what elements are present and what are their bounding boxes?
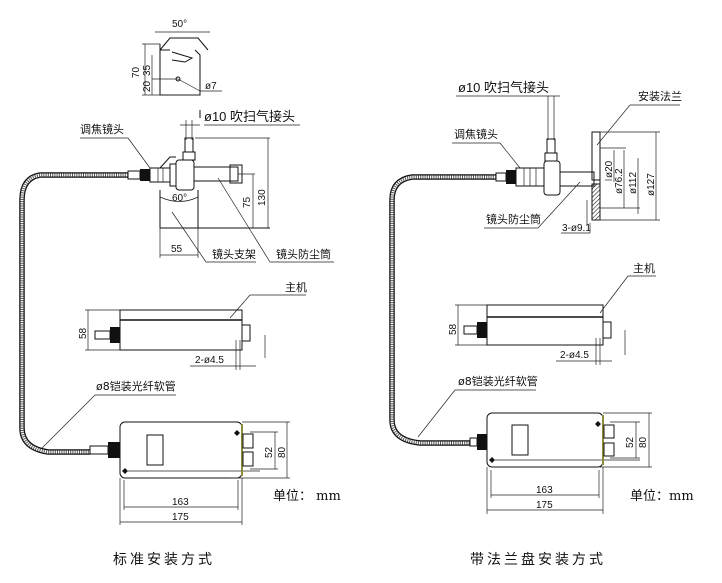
flange-install-caption: 带法兰盘安装方式 xyxy=(470,551,606,568)
focus-lens-label-right: 调焦镜头 xyxy=(454,127,498,141)
dim-52-right: 52 xyxy=(625,436,636,448)
unit-label-right: 单位：mm xyxy=(630,489,694,504)
angle-60-label: 60° xyxy=(172,193,187,204)
dim-163: 163 xyxy=(172,497,189,508)
bracket-angle-label: 50° xyxy=(172,19,187,30)
dim-130: 130 xyxy=(257,189,268,206)
bracket-detail: 50° 70 35 20 ø7 xyxy=(131,19,222,96)
dim-52: 52 xyxy=(264,446,275,458)
dim-d76: ø76.2 xyxy=(614,168,625,194)
right-host-side-view: 主机 58 2-ø4.5 xyxy=(448,261,656,365)
cable-label-right: ø8铠装光纤软管 xyxy=(458,374,538,388)
right-labels: 安装法兰 调焦镜头 镜头防尘筒 xyxy=(452,89,682,229)
flange-top xyxy=(591,131,601,181)
lens-mount-label: 镜头支架 xyxy=(212,247,256,261)
dust-tube-label: 镜头防尘筒 xyxy=(276,247,331,261)
dim-58-right: 58 xyxy=(448,323,459,335)
dim-55: 55 xyxy=(171,244,183,255)
cable-label: ø8铠装光纤软管 xyxy=(96,379,176,393)
focus-lens-label: 调焦镜头 xyxy=(80,122,124,136)
holes-label: 2-ø4.5 xyxy=(195,355,224,366)
purge-fitting-label: ø10 吹扫气接头 xyxy=(204,109,295,124)
left-sensor-head: ø10 吹扫气接头 75 130 60° 55 xyxy=(127,109,300,258)
dim-d112: ø112 xyxy=(628,172,639,194)
hole-diameter-label: ø7 xyxy=(205,81,217,92)
dim-35: 35 xyxy=(142,64,153,76)
dust-tube-label-right: 镜头防尘筒 xyxy=(486,212,541,226)
dim-163-right: 163 xyxy=(536,485,553,496)
dim-175: 175 xyxy=(172,512,189,523)
standard-install-caption: 标准安装方式 xyxy=(113,552,215,568)
left-host-side-view: 主机 58 2-ø4.5 xyxy=(78,280,307,370)
dim-175-right: 175 xyxy=(536,500,553,511)
holes-label-right: 2-ø4.5 xyxy=(560,350,589,361)
right-host-top-view: ø8铠装光纤软管 52 80 163 175 单位：mm 带法兰盘安装方式 xyxy=(417,374,694,568)
left-host-top-view: ø8铠装光纤软管 52 80 163 175 单位： mm 标准安装方式 xyxy=(41,379,341,568)
unit-label: 单位： mm xyxy=(273,489,341,504)
host-label: 主机 xyxy=(285,280,307,294)
flange-bottom xyxy=(591,183,601,221)
dim-d127: ø127 xyxy=(646,173,657,196)
host-label-right: 主机 xyxy=(633,261,655,275)
right-sensor-head: ø10 吹扫气接头 ø20 ø76.2 ø112 ø127 3-ø9.1 xyxy=(456,80,660,234)
flange-label: 安装法兰 xyxy=(638,89,682,103)
left-labels: 调焦镜头 镜头支架 镜头防尘筒 xyxy=(80,122,334,263)
dim-80: 80 xyxy=(277,446,288,458)
dim-70: 70 xyxy=(131,66,142,78)
purge-fitting-label-right: ø10 吹扫气接头 xyxy=(458,80,549,95)
right-fiber-cable xyxy=(389,174,496,446)
dim-58: 58 xyxy=(78,327,89,339)
dim-20: 20 xyxy=(142,80,153,92)
bolt-holes-label: 3-ø9.1 xyxy=(562,223,591,234)
dim-75: 75 xyxy=(242,196,253,208)
left-fiber-cable xyxy=(19,172,128,455)
dim-d20: ø20 xyxy=(604,160,615,178)
dim-80-right: 80 xyxy=(638,436,649,448)
